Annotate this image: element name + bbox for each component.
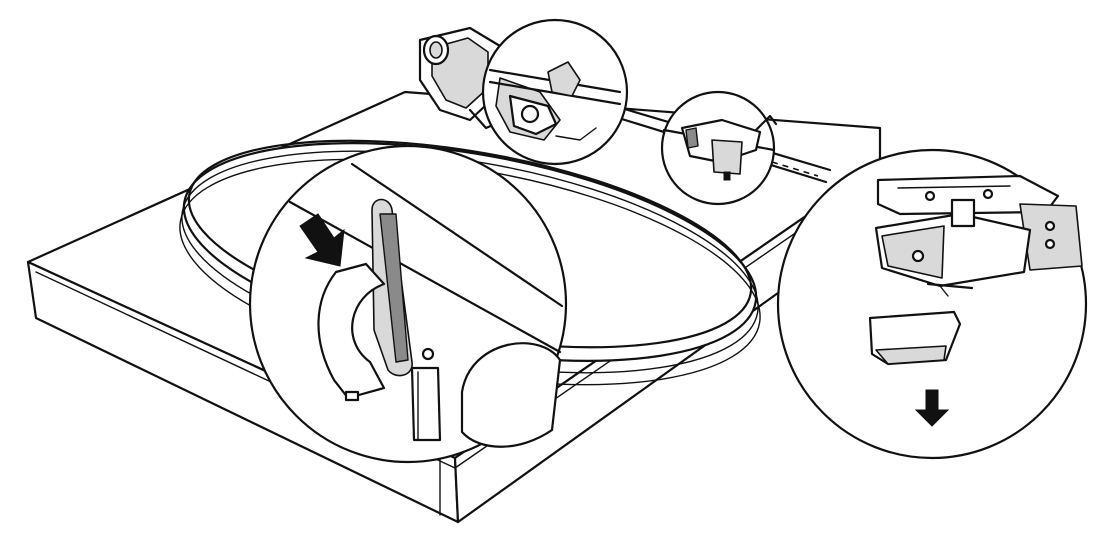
zoom-circle-tonearm-pivot <box>481 18 629 166</box>
down-arrow-icon <box>914 389 950 427</box>
zoom-leader-line <box>771 161 819 177</box>
tonearm-base <box>418 26 502 130</box>
zoom-circle-cartridge <box>776 148 1088 460</box>
zoom-circle-headshell <box>660 90 778 206</box>
down-right-arrow-icon <box>299 213 345 267</box>
zoom-circle-cue-lever <box>248 144 568 464</box>
